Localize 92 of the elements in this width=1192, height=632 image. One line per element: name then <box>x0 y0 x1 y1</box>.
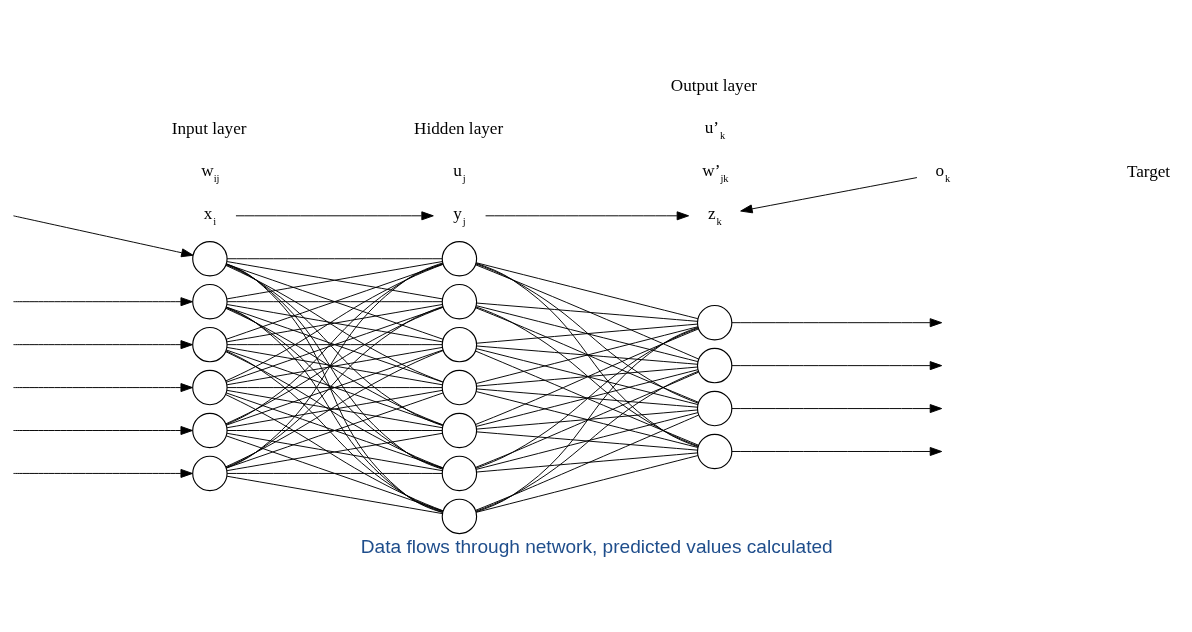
connector <box>225 435 444 512</box>
connector <box>475 326 699 513</box>
node-circle <box>696 347 733 384</box>
connector <box>226 258 443 260</box>
node-text: o$_{k}$ <box>935 161 951 184</box>
arrow <box>485 211 690 221</box>
connector <box>474 350 700 446</box>
arrow <box>13 468 193 478</box>
connector <box>225 263 444 340</box>
connector <box>476 323 698 344</box>
connector <box>476 452 698 473</box>
arrow <box>235 211 434 221</box>
caption: Data flows through network, predicted values calculated <box>360 535 833 557</box>
node-circle <box>441 498 478 535</box>
connector <box>475 371 700 468</box>
connector <box>476 388 698 408</box>
node-circle <box>192 455 228 492</box>
node-circle <box>192 412 228 449</box>
arrow <box>13 215 194 258</box>
label: w’$_{jk}$ <box>702 161 729 184</box>
connector <box>476 302 698 322</box>
connector <box>476 431 698 451</box>
connector <box>226 301 443 303</box>
connector <box>475 348 699 406</box>
node-circle <box>696 433 733 470</box>
node-circle <box>696 304 733 341</box>
connector <box>226 387 443 389</box>
label: u$_{j}$ <box>453 161 466 184</box>
connector <box>226 346 443 386</box>
connector <box>225 349 444 426</box>
node-circle <box>192 326 228 363</box>
connector <box>475 455 699 513</box>
label: Target <box>1126 162 1171 182</box>
connector <box>475 327 699 469</box>
connector <box>475 412 699 470</box>
connector <box>225 394 444 512</box>
connector <box>226 261 443 300</box>
connector <box>475 414 700 511</box>
connector <box>225 350 444 513</box>
connector <box>225 392 444 469</box>
connector <box>475 305 699 363</box>
arrow <box>13 340 193 350</box>
arrow <box>13 426 193 435</box>
connector <box>476 366 698 387</box>
connector <box>475 264 700 360</box>
node-circle <box>441 455 478 492</box>
node-circle <box>696 390 733 427</box>
arrow <box>731 361 943 371</box>
arrow <box>13 383 193 393</box>
connector <box>226 389 443 429</box>
label: u’$_{k}$ <box>704 118 726 141</box>
node-circle <box>192 241 228 277</box>
connector <box>226 344 443 346</box>
connector <box>475 306 699 447</box>
label: Input layer <box>171 119 247 139</box>
connector <box>476 409 698 430</box>
node-circle <box>441 326 478 363</box>
connector <box>226 430 443 431</box>
connector <box>475 328 700 425</box>
connector <box>475 307 700 403</box>
connector <box>225 306 443 513</box>
node-circle <box>441 283 478 320</box>
label: Hidden layer <box>414 119 504 139</box>
connector <box>226 263 443 513</box>
connector <box>475 391 699 448</box>
connector <box>475 262 699 320</box>
connector <box>226 304 443 343</box>
connector <box>226 472 443 474</box>
connector <box>225 306 444 383</box>
node-circle <box>192 369 228 406</box>
connector <box>475 370 699 512</box>
node-circle <box>441 241 478 277</box>
arrow <box>13 297 193 307</box>
connector <box>476 345 698 365</box>
label: w$_{ij}$ <box>201 161 220 184</box>
arrow <box>731 447 943 456</box>
connector <box>226 432 443 472</box>
node-circle <box>192 283 228 320</box>
arrow <box>731 318 943 328</box>
arrow <box>731 404 943 414</box>
connector <box>475 369 699 427</box>
connector <box>475 262 699 448</box>
node-circle <box>441 412 478 449</box>
node-text: x$_{i}$ <box>203 204 217 227</box>
label: Output layer <box>670 76 758 96</box>
node-text: z$_{k}$ <box>707 204 722 227</box>
connector <box>475 263 699 404</box>
connector <box>475 326 699 384</box>
connector <box>226 475 443 515</box>
arrow <box>740 177 918 214</box>
node-circle <box>441 369 478 406</box>
node-text: y$_{j}$ <box>453 204 466 227</box>
